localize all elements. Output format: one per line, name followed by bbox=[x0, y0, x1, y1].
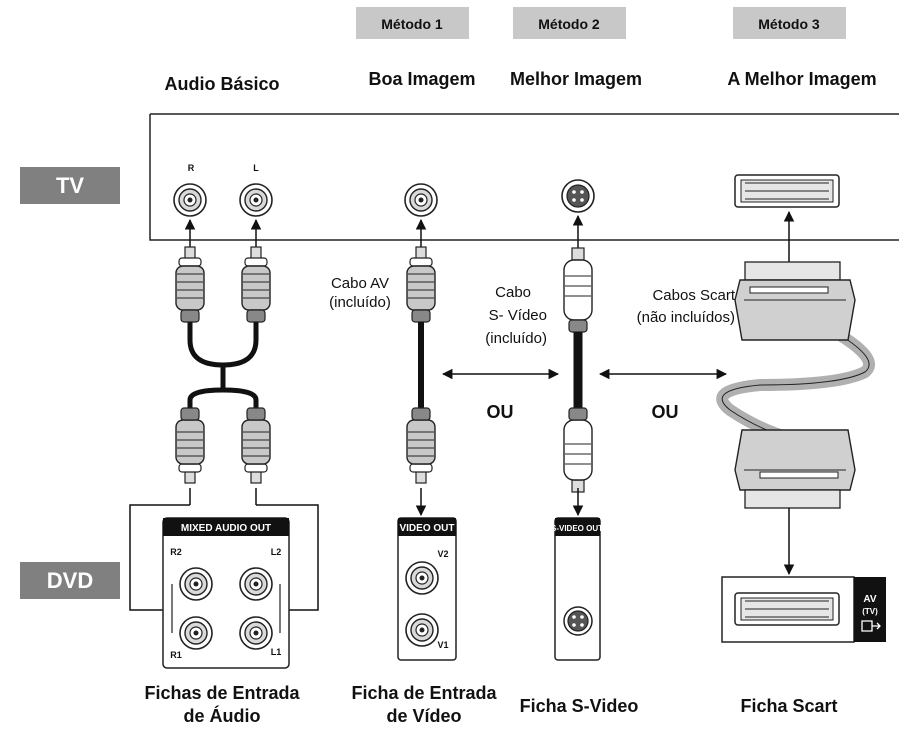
or-label-left: OU bbox=[487, 402, 514, 422]
dvd-mixed-audio-panel: MIXED AUDIO OUT R2 L2 R1 L1 bbox=[162, 517, 290, 669]
av-label: AV bbox=[863, 594, 876, 605]
method-2-box bbox=[513, 7, 626, 39]
scart-cable-label-1: Cabos Scart bbox=[652, 287, 735, 304]
tv-small-label: (TV) bbox=[862, 607, 878, 616]
dvd-scart-panel: AV (TV) bbox=[721, 576, 886, 643]
av-cable-label-1: Cabo AV bbox=[331, 275, 389, 292]
mixed-audio-out-label: MIXED AUDIO OUT bbox=[181, 523, 271, 534]
tv-video-jack bbox=[404, 183, 438, 217]
caption-scart: Ficha Scart bbox=[740, 696, 837, 716]
tv-device-label: TV bbox=[56, 173, 84, 198]
method-2-label: Método 2 bbox=[538, 16, 600, 32]
dvd-device-label: DVD bbox=[47, 568, 93, 593]
scart-cable-label-2: (não incluídos) bbox=[637, 309, 735, 326]
output-arrow-icon bbox=[861, 620, 881, 632]
arrow-audio-r-to-dvd bbox=[129, 504, 190, 616]
dvd-svideo-out-panel: S-VIDEO OUT bbox=[551, 517, 603, 661]
dvd-v1-jack bbox=[405, 613, 439, 647]
method-1-label: Método 1 bbox=[381, 16, 443, 32]
svideo-cable-label-1: Cabo bbox=[495, 284, 531, 301]
r2-label: R2 bbox=[170, 547, 182, 557]
scart-plug-bottom bbox=[734, 429, 856, 509]
quality-best-label: A Melhor Imagem bbox=[727, 69, 876, 89]
svideo-cable bbox=[563, 247, 593, 493]
caption-video-1: Ficha de Entrada bbox=[351, 683, 497, 703]
audio-cable bbox=[175, 246, 271, 483]
method-3-label: Método 3 bbox=[758, 16, 820, 32]
svideo-cable-label-3: (incluído) bbox=[485, 330, 547, 347]
dvd-v2-jack bbox=[405, 561, 439, 595]
dvd-r1-jack bbox=[179, 616, 213, 650]
tv-audio-l-jack bbox=[239, 183, 273, 217]
scart-plug-top bbox=[734, 261, 856, 341]
l1-label: L1 bbox=[271, 647, 282, 657]
svideo-cable-label-2: S- Vídeo bbox=[489, 307, 547, 324]
video-out-label: VIDEO OUT bbox=[399, 523, 454, 534]
tv-jack-l-label: L bbox=[253, 163, 259, 173]
arrow-audio-l-to-dvd bbox=[256, 504, 319, 616]
tv-device-box bbox=[20, 167, 120, 204]
dvd-video-out-panel: VIDEO OUT V2 V1 bbox=[397, 517, 457, 661]
av-cable bbox=[406, 246, 436, 483]
r1-label: R1 bbox=[170, 650, 182, 660]
quality-better-label: Melhor Imagem bbox=[510, 69, 642, 89]
tv-back-panel bbox=[149, 113, 899, 241]
av-cable-label-2: (incluído) bbox=[329, 294, 391, 311]
caption-svideo: Ficha S-Video bbox=[520, 696, 639, 716]
tv-svideo-jack bbox=[561, 179, 595, 213]
v1-label: V1 bbox=[437, 640, 448, 650]
dvd-device-box bbox=[20, 562, 120, 599]
caption-audio-1: Fichas de Entrada bbox=[144, 683, 300, 703]
or-label-right: OU bbox=[652, 402, 679, 422]
v2-label: V2 bbox=[437, 549, 448, 559]
dvd-l1-jack bbox=[239, 616, 273, 650]
tv-jack-r-label: R bbox=[188, 163, 195, 173]
dvd-r2-jack bbox=[179, 567, 213, 601]
scart-cable bbox=[716, 261, 876, 509]
caption-video-2: de Vídeo bbox=[386, 706, 461, 726]
tv-scart-socket bbox=[734, 174, 840, 208]
dvd-l2-jack bbox=[239, 567, 273, 601]
quality-basic-label: Audio Básico bbox=[164, 74, 279, 94]
tv-audio-r-jack bbox=[173, 183, 207, 217]
method-1-box bbox=[356, 7, 469, 39]
method-3-box bbox=[733, 7, 846, 39]
svideo-out-label: S-VIDEO OUT bbox=[551, 524, 603, 533]
l2-label: L2 bbox=[271, 547, 282, 557]
quality-good-label: Boa Imagem bbox=[368, 69, 475, 89]
caption-audio-2: de Áudio bbox=[184, 705, 261, 726]
